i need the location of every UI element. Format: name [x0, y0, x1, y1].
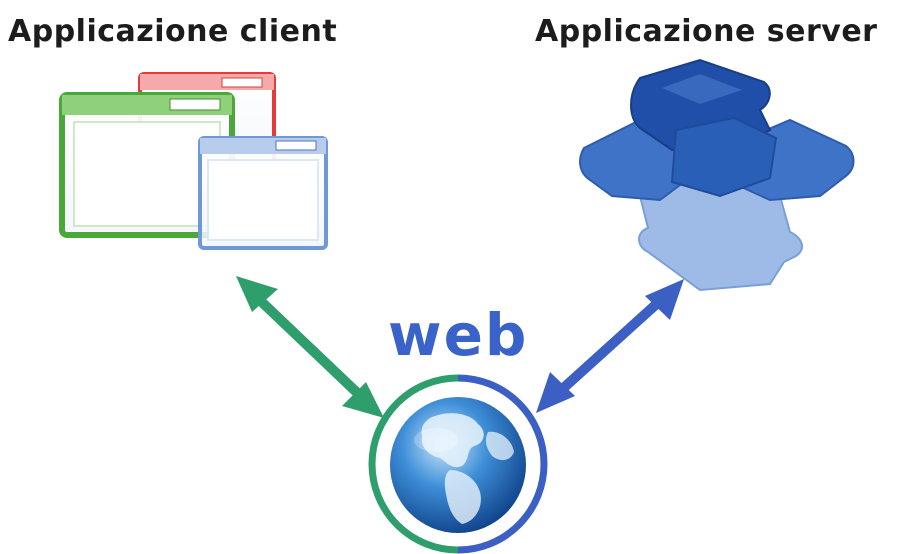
web-label: web — [388, 301, 529, 369]
client-application-title: Applicazione client — [8, 14, 338, 49]
server-web-arrow — [536, 279, 684, 413]
green-window — [59, 92, 235, 238]
globe-icon — [368, 374, 548, 554]
blue-window — [198, 136, 328, 250]
puzzle-piece-center — [670, 116, 778, 198]
client-web-arrow — [236, 276, 384, 418]
puzzle-piece-light — [638, 174, 804, 292]
browser-windows-icon — [59, 72, 328, 250]
globe-ring-left — [368, 374, 459, 554]
puzzle-pieces-icon — [579, 58, 855, 292]
server-application-title: Applicazione server — [535, 14, 878, 49]
globe-ring-right — [457, 374, 548, 554]
